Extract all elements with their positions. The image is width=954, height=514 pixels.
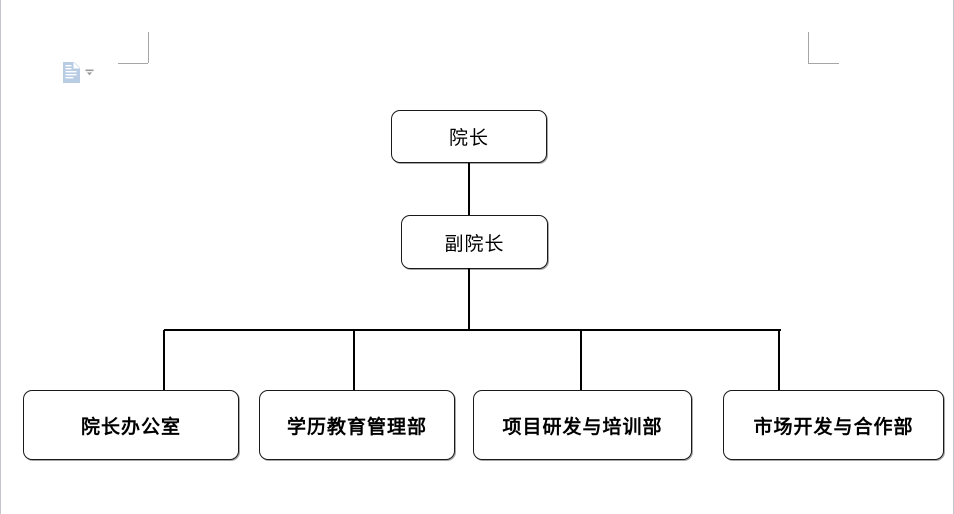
paste-options-document-icon[interactable] xyxy=(63,62,80,83)
org-node-dean-office[interactable]: 院长办公室 xyxy=(23,390,239,460)
paste-options-button[interactable] xyxy=(63,62,94,83)
connector-drop-dean-office xyxy=(163,330,165,390)
connector-dean-to-vice-dean xyxy=(468,163,470,216)
org-node-label: 副院长 xyxy=(444,233,505,255)
connector-drop-academic xyxy=(353,330,355,390)
org-node-label: 院长 xyxy=(448,128,489,149)
org-node-market-development-cooperation-dept[interactable]: 市场开发与合作部 xyxy=(723,390,944,460)
connector-horizontal-bus xyxy=(164,329,781,331)
connector-drop-market xyxy=(778,330,780,390)
connector-vice-dean-to-bus xyxy=(468,268,470,330)
org-node-project-rnd-training-dept[interactable]: 项目研发与培训部 xyxy=(473,390,692,460)
org-node-vice-dean[interactable]: 副院长 xyxy=(401,215,548,269)
connector-drop-project xyxy=(580,330,582,390)
org-node-academic-education-dept[interactable]: 学历教育管理部 xyxy=(259,390,455,460)
chevron-down-icon[interactable] xyxy=(85,68,94,77)
org-node-dean[interactable]: 院长 xyxy=(391,110,547,163)
org-node-label: 学历教育管理部 xyxy=(286,416,427,438)
org-node-label: 市场开发与合作部 xyxy=(753,416,914,438)
org-node-label: 院长办公室 xyxy=(80,416,181,438)
org-node-label: 项目研发与培训部 xyxy=(502,416,663,438)
